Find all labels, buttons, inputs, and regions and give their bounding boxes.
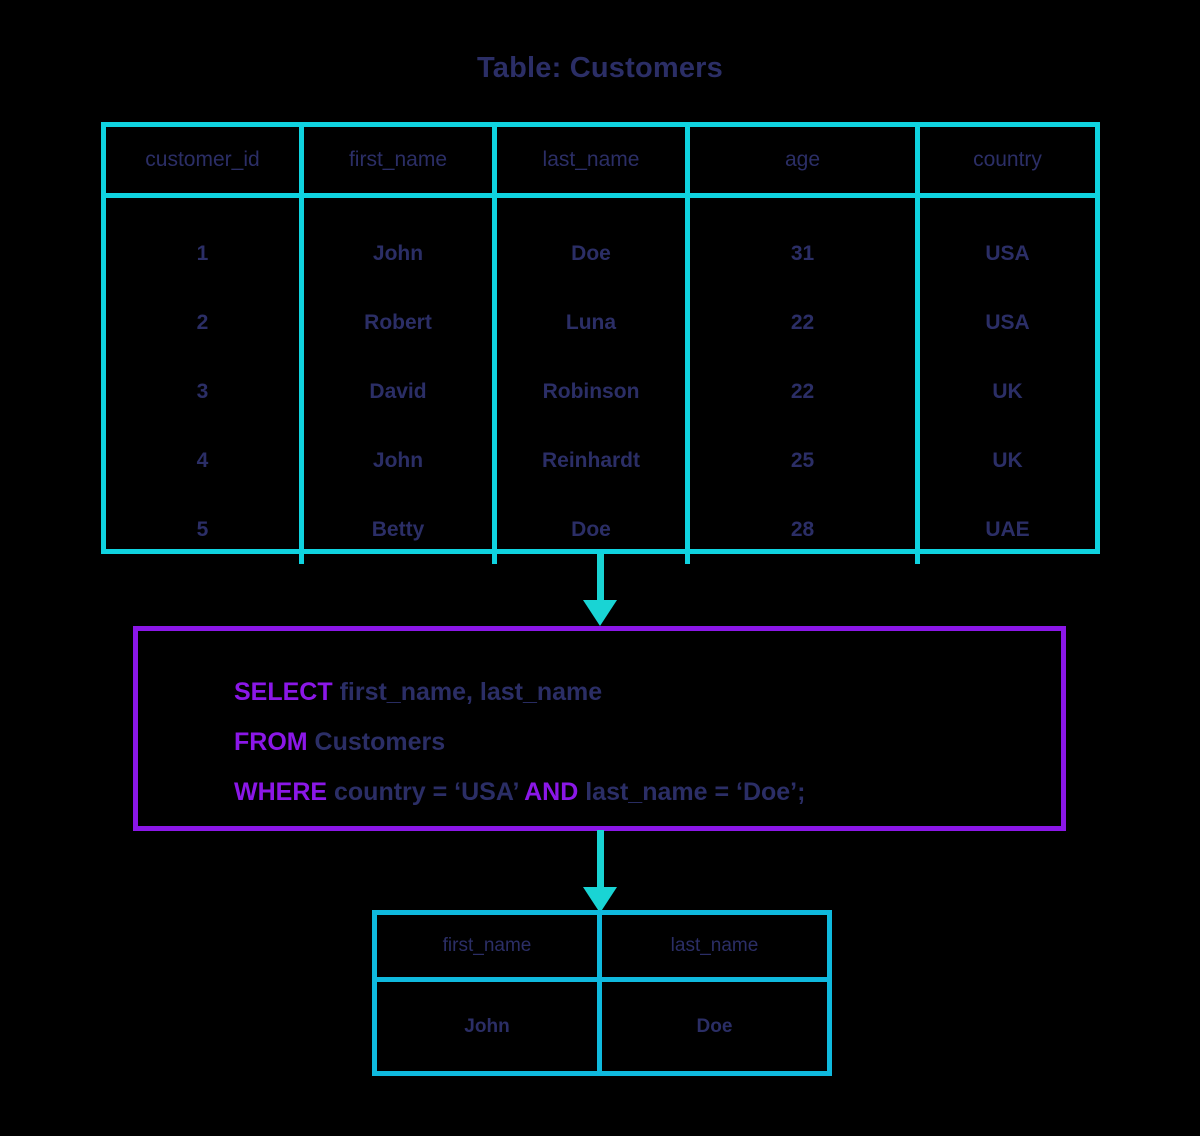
column-header-label: last_name bbox=[670, 935, 759, 956]
customers-table-header-row: customer_id first_name last_name age cou… bbox=[106, 127, 1095, 198]
table-cell: UK bbox=[992, 380, 1023, 403]
table-cell: Robert bbox=[364, 311, 432, 334]
arrow-down-icon bbox=[583, 554, 617, 626]
column-header-label: first_name bbox=[348, 148, 448, 171]
sql-query-line-1: SELECT first_name, last_name bbox=[234, 667, 1061, 717]
table-cell: 4 bbox=[196, 449, 209, 472]
column-age: 31 22 22 25 28 bbox=[690, 198, 920, 564]
result-cell-first-name: John bbox=[377, 982, 602, 1071]
arrow-down-icon bbox=[583, 830, 617, 913]
table-cell: 31 bbox=[790, 242, 815, 265]
table-cell: John bbox=[372, 242, 424, 265]
result-column-header-first-name: first_name bbox=[377, 915, 602, 977]
table-cell: David bbox=[369, 380, 427, 403]
table-cell: Reinhardt bbox=[541, 449, 640, 472]
sql-text: country = ‘USA’ bbox=[327, 778, 525, 806]
table-cell: 5 bbox=[196, 518, 209, 541]
arrow-head bbox=[583, 887, 617, 913]
table-cell: USA bbox=[985, 242, 1030, 265]
table-cell: 3 bbox=[196, 380, 209, 403]
column-header-age: age bbox=[690, 127, 920, 193]
customers-table-body: 1 2 3 4 5 John Robert David John Betty D… bbox=[106, 198, 1095, 564]
result-cell-last-name: Doe bbox=[602, 982, 827, 1071]
table-cell: 22 bbox=[790, 311, 815, 334]
column-header-last-name: last_name bbox=[497, 127, 690, 193]
table-cell: 2 bbox=[196, 311, 209, 334]
table-cell: Betty bbox=[371, 518, 425, 541]
column-last-name: Doe Luna Robinson Reinhardt Doe bbox=[497, 198, 690, 564]
result-table-header-row: first_name last_name bbox=[377, 915, 827, 982]
table-cell: 28 bbox=[790, 518, 815, 541]
table-cell: Luna bbox=[565, 311, 617, 334]
column-header-country: country bbox=[920, 127, 1095, 193]
customers-table: customer_id first_name last_name age cou… bbox=[101, 122, 1100, 564]
result-table-row: John Doe bbox=[377, 982, 827, 1071]
table-cell: Doe bbox=[696, 1015, 733, 1037]
column-header-label: first_name bbox=[442, 935, 532, 956]
sql-keyword: WHERE bbox=[234, 778, 328, 806]
table-cell: Doe bbox=[571, 518, 611, 541]
column-header-label: last_name bbox=[542, 148, 640, 171]
table-cell: 22 bbox=[790, 380, 815, 403]
column-header-first-name: first_name bbox=[304, 127, 497, 193]
result-column-header-last-name: last_name bbox=[602, 915, 827, 977]
column-header-label: country bbox=[973, 148, 1042, 171]
sql-keyword: SELECT bbox=[234, 678, 333, 706]
arrow-head bbox=[583, 600, 617, 626]
sql-query-line-3: WHERE country = ‘USA’ AND last_name = ‘D… bbox=[234, 767, 1061, 817]
table-cell: 25 bbox=[790, 449, 815, 472]
table-cell: Doe bbox=[571, 242, 611, 265]
table-cell: UK bbox=[992, 449, 1023, 472]
sql-text: Customers bbox=[307, 728, 446, 756]
table-cell: John bbox=[464, 1015, 510, 1037]
arrow-shaft bbox=[596, 830, 604, 888]
sql-text: first_name, last_name bbox=[332, 678, 603, 706]
column-header-customer-id: customer_id bbox=[106, 127, 304, 193]
table-cell: Robinson bbox=[542, 380, 640, 403]
arrow-shaft bbox=[596, 554, 604, 601]
table-cell: John bbox=[372, 449, 424, 472]
column-header-label: age bbox=[784, 148, 821, 171]
sql-text: last_name = ‘Doe’; bbox=[578, 778, 806, 806]
page-title: Table: Customers bbox=[477, 52, 723, 84]
column-customer-id: 1 2 3 4 5 bbox=[106, 198, 304, 564]
sql-query-box: SELECT first_name, last_name FROM Custom… bbox=[133, 626, 1066, 831]
result-table: first_name last_name John Doe bbox=[372, 910, 832, 1076]
table-cell: USA bbox=[985, 311, 1030, 334]
table-cell: 1 bbox=[196, 242, 209, 265]
sql-keyword: FROM bbox=[234, 728, 308, 756]
column-country: USA USA UK UK UAE bbox=[920, 198, 1095, 564]
column-first-name: John Robert David John Betty bbox=[304, 198, 497, 564]
table-cell: UAE bbox=[985, 518, 1030, 541]
column-header-label: customer_id bbox=[145, 148, 260, 171]
sql-query-line-2: FROM Customers bbox=[234, 717, 1061, 767]
sql-keyword: AND bbox=[524, 778, 579, 806]
